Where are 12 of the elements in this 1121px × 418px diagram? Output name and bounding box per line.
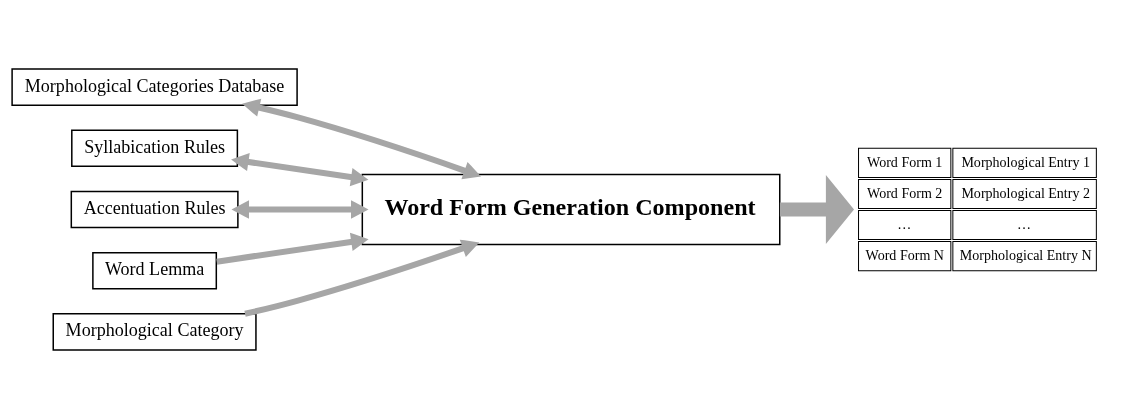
arrow xyxy=(231,152,369,186)
node-box: Morphological Categories Database xyxy=(11,67,298,106)
node-box: Word Form Generation Component xyxy=(361,173,781,245)
node-box: Accentuation Rules xyxy=(70,190,239,228)
arrow xyxy=(231,199,369,219)
arrow xyxy=(779,174,854,244)
arrow xyxy=(242,98,481,179)
node-box: Syllabication Rules xyxy=(71,128,239,167)
arrow xyxy=(244,239,480,317)
node-box: Word Lemma xyxy=(92,251,218,290)
node-box: Morphological Category xyxy=(52,312,257,351)
arrow xyxy=(216,232,369,265)
